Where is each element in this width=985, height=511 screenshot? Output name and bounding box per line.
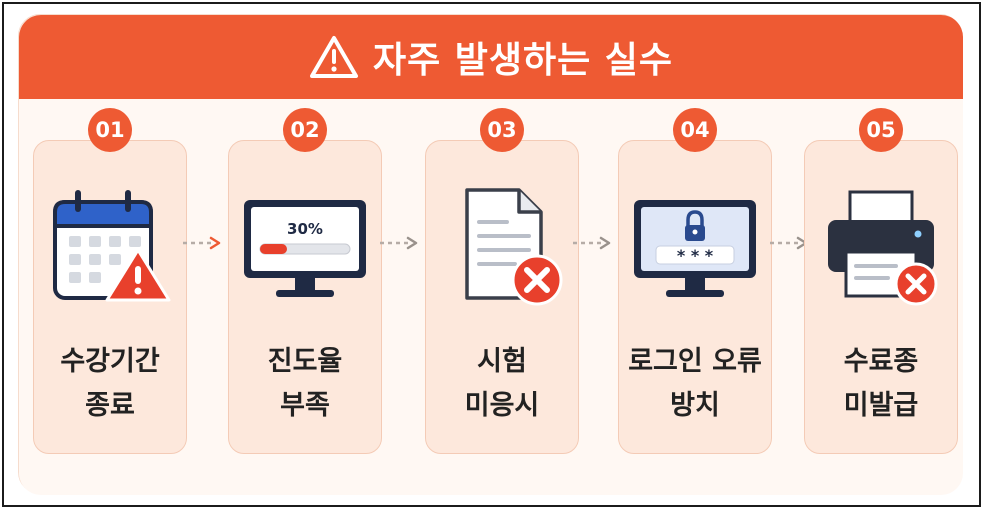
progress-fill: [260, 244, 287, 254]
step-5: 05 수료종 미발급: [804, 108, 958, 454]
step-number-badge: 01: [88, 108, 132, 152]
progress-text: 30%: [287, 220, 323, 238]
step-number-badge: 03: [480, 108, 524, 152]
step-3: 03 시험 미응시: [425, 108, 579, 454]
monitor-progress-icon: 30%: [244, 200, 366, 297]
header-title: 자주 발생하는 실수: [372, 40, 674, 81]
step-2: 02 30% 진도율 부족: [228, 108, 382, 454]
step-number-badge: 05: [859, 108, 903, 152]
calendar-warning-icon: [53, 190, 171, 302]
arrow-right-icon: [573, 236, 611, 250]
step-number-badge: 04: [673, 108, 717, 152]
step-1: 01 수강기간 종료: [33, 108, 187, 454]
warning-triangle-icon: [309, 36, 358, 78]
document-x-icon: [465, 188, 563, 306]
step-label: 수료종 미발급: [843, 346, 919, 421]
step-number-badge: 02: [283, 108, 327, 152]
printer-x-icon: [828, 190, 938, 306]
step-4: 04 * * * 로그인 오류 방치: [618, 108, 772, 454]
arrow-right-icon: [380, 236, 418, 250]
monitor-lock-icon: * * *: [634, 200, 756, 297]
header-bar: 자주 발생하는 실수: [19, 15, 963, 99]
password-mask: * * *: [677, 246, 714, 265]
step-label: 수강기간 종료: [60, 346, 160, 421]
step-label: 로그인 오류 방치: [628, 346, 762, 421]
step-label: 진도율 부족: [267, 346, 343, 421]
step-label: 시험 미응시: [464, 346, 540, 421]
arrow-right-icon: [183, 236, 221, 250]
